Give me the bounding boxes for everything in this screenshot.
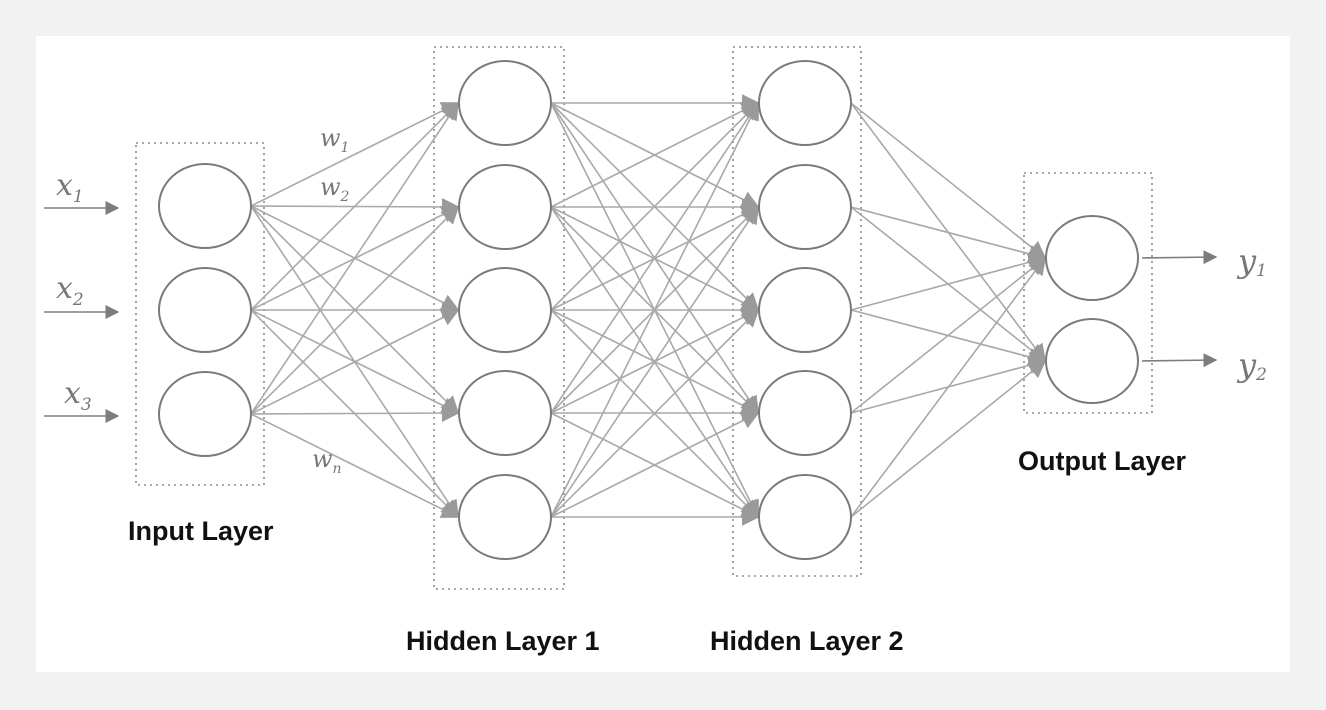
output-y2-index: 2	[1255, 365, 1267, 385]
input-x1-index: 1	[73, 187, 84, 207]
hidden-layer-2-box	[732, 46, 862, 577]
input-x3-label: x3	[64, 376, 92, 415]
weight-w2-symbol: w	[320, 173, 341, 201]
hidden2-neuron-4	[758, 370, 852, 456]
io-arrows	[44, 201, 1218, 423]
connection-input-2-to-hidden1-1	[250, 101, 460, 311]
hidden2-neuron-5	[758, 474, 852, 560]
connection-hidden2-1-to-output-1	[850, 102, 1047, 260]
connection-hidden1-4-to-hidden2-1	[550, 101, 759, 414]
weight-wn-index: n	[333, 461, 342, 477]
connection-hidden1-5-to-hidden2-3	[550, 308, 760, 518]
input-neuron-2	[158, 267, 252, 353]
input-neuron-3	[158, 371, 252, 457]
input-neuron-1	[158, 163, 252, 249]
output-y1-index: 1	[1256, 261, 1267, 281]
weight-w1-label: w1	[320, 124, 349, 156]
hidden2-neuron-1	[758, 60, 852, 146]
output-arrow-2	[1141, 353, 1218, 368]
connections	[250, 94, 1047, 526]
connection-hidden1-2-to-hidden2-1	[550, 102, 760, 208]
connection-hidden1-3-to-hidden2-1	[550, 101, 760, 311]
connection-hidden2-5-to-output-1	[850, 256, 1047, 518]
output-y1-symbol: y	[1236, 242, 1257, 280]
connection-input-3-to-hidden1-2	[250, 205, 460, 415]
connection-hidden2-2-to-output-1	[850, 206, 1047, 263]
input-layer-label: Input Layer	[128, 516, 274, 546]
output-layer-label: Output Layer	[1018, 446, 1187, 476]
input-x3-symbol: x	[64, 376, 81, 411]
connection-hidden2-5-to-output-2	[850, 359, 1047, 518]
connection-hidden2-4-to-output-1	[850, 256, 1047, 414]
hidden1-neuron-3	[458, 267, 552, 353]
hidden1-neuron-5	[458, 474, 552, 560]
weight-w2-label: w2	[320, 173, 350, 205]
connection-hidden1-5-to-hidden2-2	[550, 205, 759, 518]
hidden-layer-2-label: Hidden Layer 2	[710, 626, 904, 656]
neurons	[158, 60, 1139, 560]
weight-w1-index: 1	[341, 140, 350, 156]
hidden-layer-1-label: Hidden Layer 1	[406, 626, 600, 656]
output-neuron-2	[1045, 318, 1139, 404]
weight-w1-symbol: w	[320, 124, 341, 152]
output-y2-symbol: y	[1236, 346, 1257, 384]
weight-wn-label: wn	[312, 445, 342, 477]
input-x2-symbol: x	[56, 271, 73, 306]
input-layer-box	[135, 142, 265, 486]
output-arrow-1	[1141, 250, 1218, 265]
hidden2-neuron-3	[758, 267, 852, 353]
weight-wn-symbol: w	[312, 445, 333, 473]
input-x1-symbol: x	[56, 168, 73, 203]
connection-input-3-to-hidden1-3	[250, 309, 460, 415]
connection-hidden1-5-to-hidden2-1	[550, 101, 759, 518]
input-x1-label: x1	[56, 168, 84, 207]
connection-input-3-to-hidden1-1	[250, 101, 459, 415]
hidden1-neuron-2	[458, 164, 552, 250]
connection-hidden1-5-to-hidden2-4	[550, 412, 760, 518]
output-layer-box	[1023, 172, 1153, 414]
input-x2-index: 2	[72, 290, 84, 310]
connection-input-1-to-hidden1-1	[250, 102, 460, 207]
hidden2-neuron-2	[758, 164, 852, 250]
connection-input-3-to-hidden1-5	[250, 413, 460, 518]
output-y1-label: y1	[1236, 242, 1267, 281]
output-neuron-1	[1045, 215, 1139, 301]
output-y2-label: y2	[1236, 346, 1267, 385]
weight-w2-index: 2	[340, 189, 350, 205]
connection-hidden2-3-to-output-1	[850, 253, 1047, 311]
connection-input-3-to-hidden1-4	[250, 404, 460, 423]
hidden1-neuron-1	[458, 60, 552, 146]
input-x2-label: x2	[56, 271, 84, 310]
hidden1-neuron-4	[458, 370, 552, 456]
input-x3-index: 3	[81, 395, 92, 415]
